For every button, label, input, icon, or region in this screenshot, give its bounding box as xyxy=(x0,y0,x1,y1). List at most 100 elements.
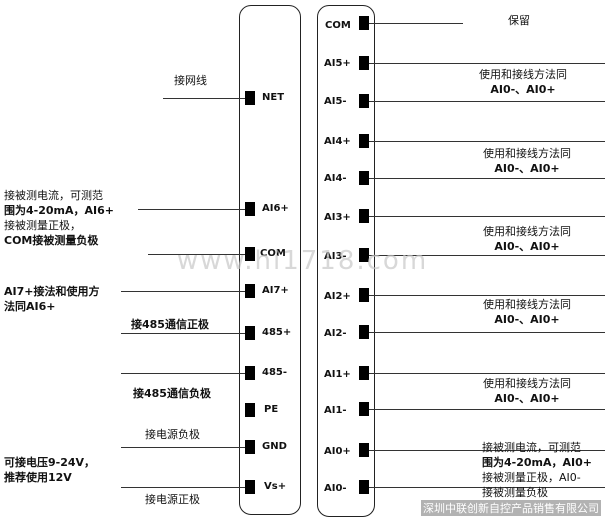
note-485n: 接485通信负极 xyxy=(133,387,211,400)
pin-label-ai6p: AI6+ xyxy=(262,203,289,214)
note-ai0-line3: 接被测量正极，AI0- xyxy=(482,471,581,484)
note-vs-positive: 接电源正极 xyxy=(145,493,200,506)
note-net: 接网线 xyxy=(174,74,207,87)
pin-label-ai1p: AI1+ xyxy=(324,369,351,380)
terminal-ai4n xyxy=(359,171,369,185)
wire-ai4p xyxy=(369,141,605,142)
wire-ai1p xyxy=(369,373,605,374)
note-ai1: 使用和接线方法同 AI0-、AI0+ xyxy=(471,376,583,406)
wire-ai4n xyxy=(369,178,605,179)
wire-485n xyxy=(121,373,245,374)
note-ai0-line2: 围为4-20mA，AI0+ xyxy=(482,456,592,469)
terminal-ai7p xyxy=(245,284,255,298)
note-vs-line2: 推荐使用12V xyxy=(4,471,72,484)
terminal-485n xyxy=(245,366,255,380)
terminal-ai6p xyxy=(245,202,255,216)
note-ai6-line2: 围为4-20mA，AI6+ xyxy=(4,204,114,217)
terminal-ai0p xyxy=(359,443,369,457)
pin-label-ai5n: AI5- xyxy=(324,96,347,107)
pin-label-485p: 485+ xyxy=(262,327,292,338)
company-watermark: 深圳中联创新自控产品销售有限公司 xyxy=(421,500,601,516)
pin-label-net: NET xyxy=(262,92,285,103)
pin-label-com-left: COM xyxy=(260,248,286,259)
wire-ai2n xyxy=(369,332,605,333)
pin-label-ai5p: AI5+ xyxy=(324,58,351,69)
pin-label-ai7p: AI7+ xyxy=(262,285,289,296)
note-ai5-line2: AI0-、AI0+ xyxy=(490,83,556,96)
pin-label-com-right: COM xyxy=(325,20,351,31)
pin-label-ai4p: AI4+ xyxy=(324,136,351,147)
wire-ai3p xyxy=(369,216,605,217)
note-ai2-line1: 使用和接线方法同 xyxy=(483,298,571,311)
note-ai7: AI7+接法和使用方 法同AI6+ xyxy=(4,284,99,314)
pin-label-pe: PE xyxy=(264,404,279,415)
terminal-net xyxy=(245,91,255,105)
pin-label-ai1n: AI1- xyxy=(324,405,347,416)
note-ai1-line2: AI0-、AI0+ xyxy=(494,392,560,405)
wire-ai7p xyxy=(121,291,245,292)
wire-ai5n xyxy=(369,101,605,102)
pin-label-ai2n: AI2- xyxy=(324,328,347,339)
note-ai6-line4: COM接被测量负极 xyxy=(4,234,99,247)
terminal-ai2n xyxy=(359,325,369,339)
pin-label-vs: Vs+ xyxy=(264,481,287,492)
note-ai5: 使用和接线方法同 AI0-、AI0+ xyxy=(467,67,579,97)
wire-ai3n xyxy=(369,255,605,256)
watermark: www.hi1718.com xyxy=(176,246,429,276)
terminal-ai1p xyxy=(359,366,369,380)
terminal-ai4p xyxy=(359,134,369,148)
terminal-ai0n xyxy=(359,480,369,494)
pin-label-485n: 485- xyxy=(262,367,288,378)
terminal-ai1n xyxy=(359,402,369,416)
pin-label-ai4n: AI4- xyxy=(324,173,347,184)
note-ai7-line1: AI7+接法和使用方 xyxy=(4,285,100,298)
wire-ai6p xyxy=(138,209,245,210)
note-ai0: 接被测电流，可测范 围为4-20mA，AI0+ 接被测量正极，AI0- 接被测量… xyxy=(482,440,592,500)
note-ai3-line2: AI0-、AI0+ xyxy=(494,240,560,253)
wire-ai2p xyxy=(369,295,605,296)
note-ai6: 接被测电流，可测范 围为4-20mA，AI6+ 接被测量正极， COM接被测量负… xyxy=(4,188,114,248)
note-ai7-line2: 法同AI6+ xyxy=(4,300,56,313)
wire-ai0p xyxy=(369,450,605,451)
terminal-ai3n xyxy=(359,248,369,262)
terminal-com-right xyxy=(359,16,369,30)
wire-485p xyxy=(121,333,245,334)
note-ai1-line1: 使用和接线方法同 xyxy=(483,377,571,390)
wire-com-right xyxy=(369,23,463,24)
terminal-ai5n xyxy=(359,94,369,108)
terminal-485p xyxy=(245,326,255,340)
terminal-ai3p xyxy=(359,209,369,223)
note-gnd: 接电源负极 xyxy=(145,428,200,441)
pin-label-ai0p: AI0+ xyxy=(324,446,351,457)
pin-label-ai3p: AI3+ xyxy=(324,212,351,223)
note-ai2-line2: AI0-、AI0+ xyxy=(494,313,560,326)
wire-ai0n xyxy=(369,487,605,488)
note-reserved: 保留 xyxy=(508,14,530,27)
terminal-vs xyxy=(245,480,255,494)
note-ai3: 使用和接线方法同 AI0-、AI0+ xyxy=(471,224,583,254)
pin-label-ai0n: AI0- xyxy=(324,483,347,494)
terminal-pe xyxy=(245,403,255,417)
note-ai3-line1: 使用和接线方法同 xyxy=(483,225,571,238)
pin-label-ai2p: AI2+ xyxy=(324,291,351,302)
note-ai4-line2: AI0-、AI0+ xyxy=(494,162,560,175)
note-vs: 可接电压9-24V， 推荐使用12V xyxy=(4,455,95,485)
pin-label-gnd: GND xyxy=(262,441,287,452)
note-485p: 接485通信正极 xyxy=(131,318,209,331)
note-ai6-line3: 接被测量正极， xyxy=(4,219,81,232)
note-ai6-line1: 接被测电流，可测范 xyxy=(4,189,103,202)
wire-gnd xyxy=(121,447,245,448)
terminal-com-left xyxy=(245,247,255,261)
note-vs-line1: 可接电压9-24V， xyxy=(4,456,96,469)
wire-ai5p xyxy=(369,63,605,64)
note-ai2: 使用和接线方法同 AI0-、AI0+ xyxy=(471,297,583,327)
pin-label-ai3n: AI3- xyxy=(324,251,347,262)
note-ai0-line4: 接被测量负极 xyxy=(482,486,548,499)
note-ai0-line1: 接被测电流，可测范 xyxy=(482,441,581,454)
terminal-ai2p xyxy=(359,288,369,302)
note-ai5-line1: 使用和接线方法同 xyxy=(479,68,567,81)
wire-vs xyxy=(121,487,245,488)
terminal-gnd xyxy=(245,440,255,454)
note-ai4: 使用和接线方法同 AI0-、AI0+ xyxy=(471,146,583,176)
note-ai4-line1: 使用和接线方法同 xyxy=(483,147,571,160)
